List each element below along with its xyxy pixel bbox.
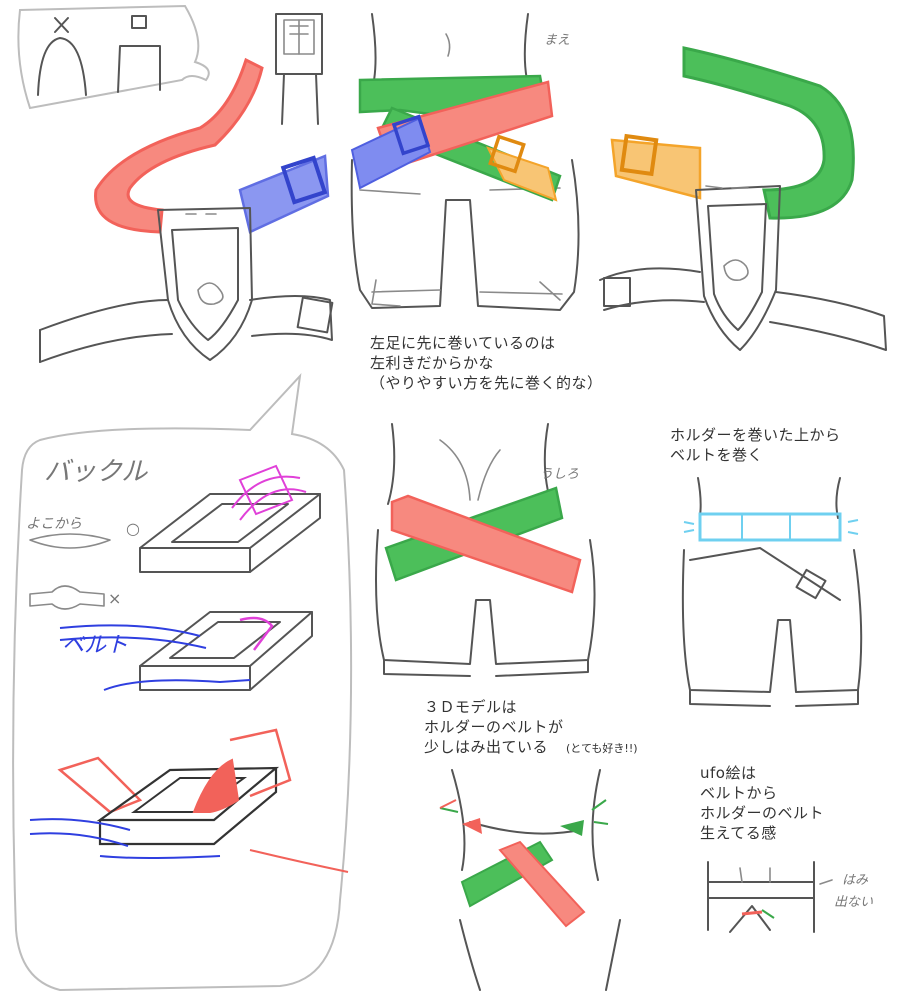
svg-text:ホルダーのベルトが: ホルダーのベルトが (424, 718, 564, 736)
3d-model-hip-drawing (439, 769, 621, 991)
ufo-belt-drawing (707, 861, 833, 933)
orange-belt-right (610, 138, 702, 200)
ng-mark: × (108, 589, 121, 608)
note-left-leg: 左足に先に巻いているのは 左利きだからかな （やりやすい方を先に巻く的な） (370, 334, 603, 392)
left-holster-drawing (39, 57, 334, 363)
green-belt-right (682, 46, 855, 220)
holder-under-belt-drawing (681, 477, 863, 707)
thought-bubble-topleft (17, 4, 210, 110)
blue-belt-front (350, 116, 432, 190)
ok-mark: ○ (126, 519, 140, 538)
buckle-thought-bubble (12, 372, 353, 992)
trash-can-icon (117, 15, 161, 93)
svg-text:ベルトを巻く: ベルトを巻く (670, 446, 763, 464)
svg-text:生えてる感: 生えてる感 (700, 824, 777, 842)
svg-text:少しはみ出ている: 少しはみ出ている (424, 738, 548, 756)
svg-text:ホルダーのベルト: ホルダーのベルト (700, 804, 824, 822)
back-torso-drawing (375, 423, 596, 677)
buckle-drawing-2 (59, 611, 313, 691)
svg-text:左利きだからかな: 左利きだからかな (370, 354, 494, 372)
ground-symbol-icon (37, 17, 87, 96)
blue-buckle (280, 155, 328, 205)
svg-text:（やりやすい方を先に巻く的な）: （やりやすい方を先に巻く的な） (370, 374, 603, 392)
svg-text:(とても好き!!): (とても好き!!) (566, 741, 638, 755)
note-ufo: ufo絵は ベルトから ホルダーのベルト 生えてる感 (700, 764, 824, 842)
buckle-title: バックル (44, 457, 148, 487)
signboard-sketch (275, 13, 323, 125)
cyan-belt (698, 512, 842, 542)
front-torso-drawing (350, 13, 580, 311)
note-holder-order: ホルダーを巻いた上から ベルトを巻く (670, 426, 841, 464)
svg-text:ホルダーを巻いた上から: ホルダーを巻いた上から (670, 426, 841, 444)
side-view-label: よこから (26, 516, 82, 532)
buckle-side-views (29, 533, 111, 610)
svg-text:ufo絵は: ufo絵は (700, 764, 756, 782)
front-label: まえ (544, 33, 570, 48)
svg-text:左足に先に巻いているのは: 左足に先に巻いているのは (370, 334, 556, 352)
note-3d-model: ３Ｄモデルは ホルダーのベルトが 少しはみ出ている (とても好き!!) (424, 698, 638, 756)
svg-text:ベルトから: ベルトから (700, 784, 778, 802)
back-label: うしろ (540, 467, 579, 482)
orange-belt-front (486, 146, 558, 202)
hami-label: はみ (842, 873, 869, 888)
red-belt-3d (498, 840, 586, 928)
red-belt-back (390, 494, 582, 594)
buckle-drawing-1 (139, 464, 321, 573)
blue-belt (238, 154, 330, 234)
svg-text:３Ｄモデルは: ３Ｄモデルは (424, 698, 517, 716)
right-holster-drawing (599, 46, 887, 351)
denai-label: 出ない (834, 895, 873, 910)
buckle-drawing-3 (29, 728, 349, 873)
